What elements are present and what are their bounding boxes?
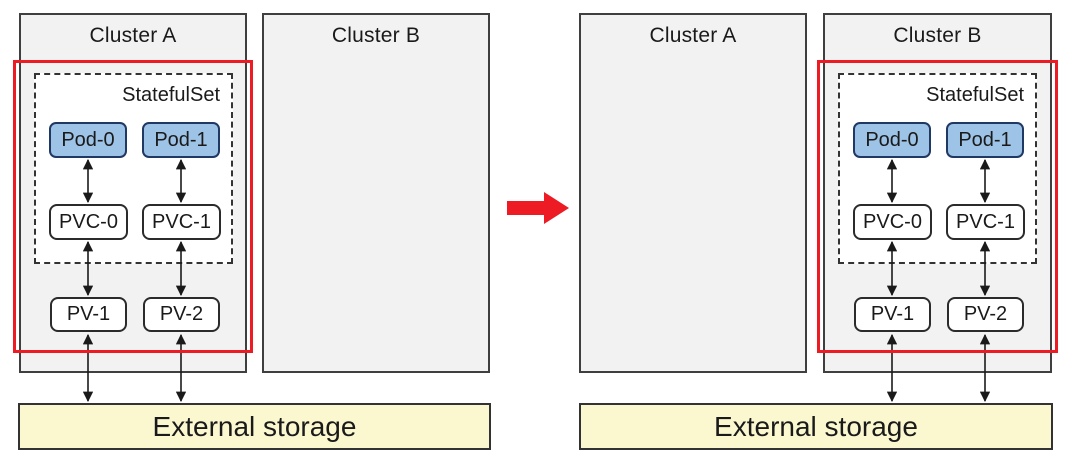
before-migration-highlight-rect (13, 60, 253, 353)
after-external-storage-label: External storage (714, 410, 918, 442)
before-statefulset-label: StatefulSet (122, 84, 220, 106)
after-pod-1: Pod-1 (946, 122, 1024, 158)
after-pod-0: Pod-0 (853, 122, 931, 158)
before-external-storage-label: External storage (152, 410, 357, 442)
after-cluster-a-title: Cluster A (649, 24, 737, 47)
after-cluster-b-title: Cluster B (893, 24, 982, 47)
red-arrow-right-icon (507, 192, 569, 224)
before-pod-1: Pod-1 (142, 122, 220, 158)
after-pv-2: PV-2 (947, 297, 1024, 332)
before-pod-0: Pod-0 (49, 122, 127, 158)
before-external-storage-bar: External storage (18, 403, 491, 450)
after-cluster-a-box: Cluster A (579, 13, 807, 373)
before-pv-2: PV-2 (143, 297, 220, 332)
after-pvc-0: PVC-0 (853, 204, 932, 240)
after-pvc-1: PVC-1 (946, 204, 1025, 240)
before-pv-1: PV-1 (50, 297, 127, 332)
before-pvc-0: PVC-0 (49, 204, 128, 240)
before-cluster-b-title: Cluster B (331, 24, 421, 47)
before-cluster-b-box: Cluster B (262, 13, 490, 373)
after-external-storage-bar: External storage (579, 403, 1053, 450)
before-cluster-a-title: Cluster A (89, 24, 177, 47)
before-pvc-1: PVC-1 (142, 204, 221, 240)
after-pv-1: PV-1 (854, 297, 931, 332)
after-statefulset-label: StatefulSet (926, 84, 1024, 106)
after-migration-highlight-rect (817, 60, 1058, 353)
